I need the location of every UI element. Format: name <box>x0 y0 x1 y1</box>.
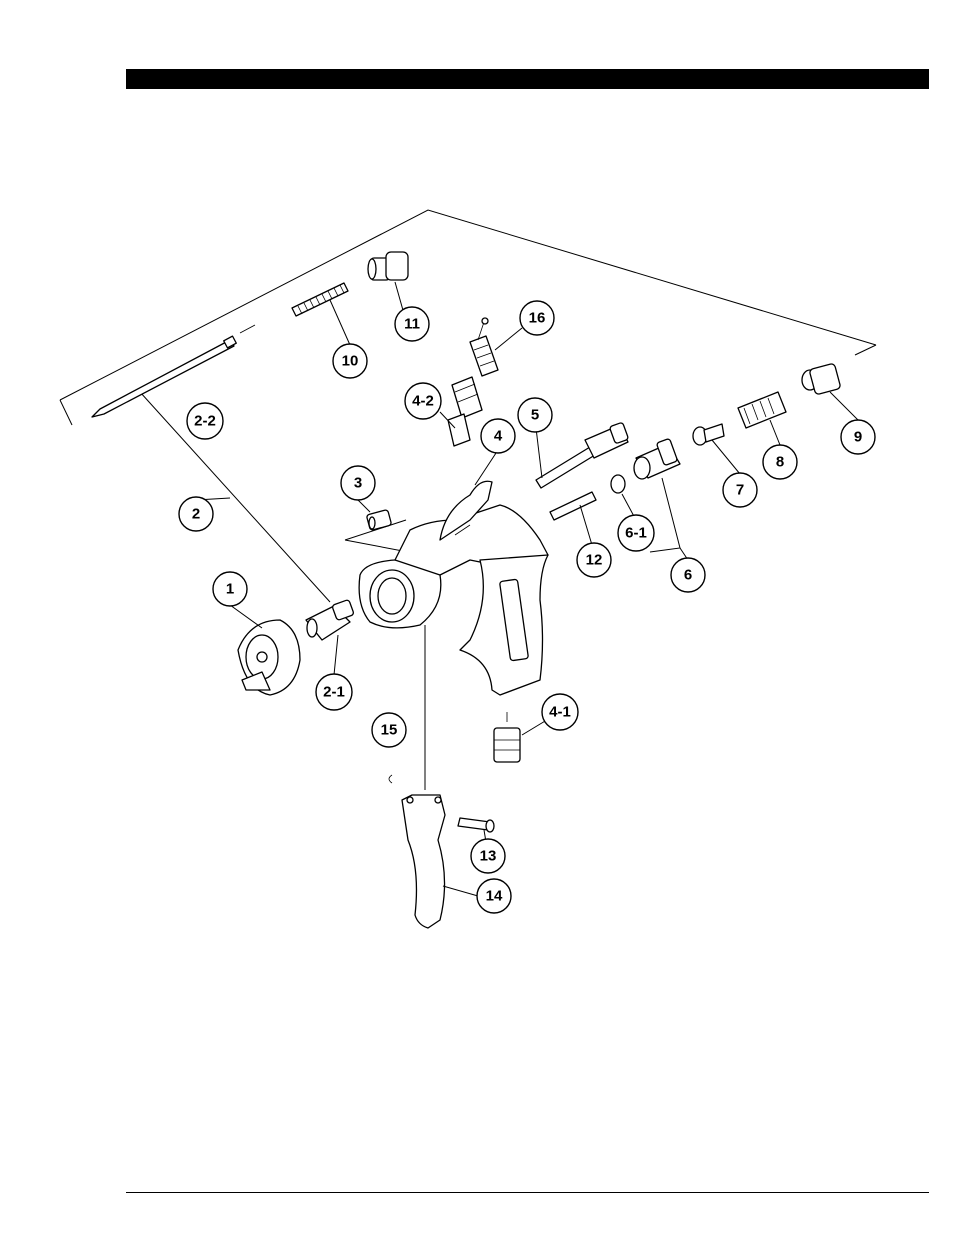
svg-text:3: 3 <box>354 475 362 492</box>
svg-text:16: 16 <box>529 310 546 327</box>
callout-9: 9 <box>841 420 875 454</box>
valve-housing-part <box>634 438 680 479</box>
valve-part <box>693 424 724 445</box>
svg-text:2: 2 <box>192 506 200 523</box>
fluid-nozzle-part <box>306 599 354 640</box>
needle-spring-part <box>292 283 348 316</box>
callout-4: 4 <box>481 419 515 453</box>
callout-6-1: 6-1 <box>618 515 654 551</box>
callout-10: 10 <box>333 344 367 378</box>
footer-rule <box>126 1192 929 1193</box>
small-fitting-part <box>366 509 391 530</box>
svg-text:15: 15 <box>381 722 398 739</box>
valve-plug-part <box>802 363 841 395</box>
svg-text:4-1: 4-1 <box>549 704 571 721</box>
callout-5: 5 <box>518 398 552 432</box>
valve-spring-part <box>738 392 786 428</box>
svg-text:2-2: 2-2 <box>194 413 216 430</box>
callout-16: 16 <box>520 301 554 335</box>
callout-6: 6 <box>671 558 705 592</box>
air-cap-part <box>238 620 300 695</box>
callout-4-2: 4-2 <box>405 383 441 419</box>
svg-text:13: 13 <box>480 848 497 865</box>
trigger-pin-part <box>458 818 494 832</box>
callout-4-1: 4-1 <box>542 694 578 730</box>
callout-14: 14 <box>477 879 511 913</box>
svg-text:11: 11 <box>404 316 420 333</box>
svg-text:8: 8 <box>776 454 784 471</box>
callout-2-1: 2-1 <box>316 674 352 710</box>
svg-text:4: 4 <box>494 428 503 445</box>
trigger-stud-part <box>550 492 596 520</box>
callout-2: 2 <box>179 497 213 531</box>
callout-3: 3 <box>341 466 375 500</box>
callout-12: 12 <box>577 543 611 577</box>
svg-text:1: 1 <box>226 581 234 598</box>
callout-15: 15 <box>372 713 406 747</box>
filter-part <box>470 318 498 376</box>
trigger-part <box>402 625 445 928</box>
air-connector-part <box>494 712 520 762</box>
svg-text:2-1: 2-1 <box>323 684 345 701</box>
callout-8: 8 <box>763 445 797 479</box>
clip-part <box>389 775 392 783</box>
o-ring-part <box>611 475 625 493</box>
svg-text:6-1: 6-1 <box>625 525 647 542</box>
svg-text:10: 10 <box>342 353 359 370</box>
air-inlet-part <box>448 377 482 446</box>
svg-text:5: 5 <box>531 407 539 424</box>
svg-text:7: 7 <box>736 482 744 499</box>
callout-2-2: 2-2 <box>187 403 223 439</box>
callout-13: 13 <box>471 839 505 873</box>
callout-7: 7 <box>723 473 757 507</box>
callout-1: 1 <box>213 572 247 606</box>
svg-text:4-2: 4-2 <box>412 393 434 410</box>
svg-text:9: 9 <box>854 429 862 446</box>
svg-text:6: 6 <box>684 567 692 584</box>
svg-text:14: 14 <box>486 888 503 905</box>
adjusting-knob-part <box>368 252 408 280</box>
svg-text:12: 12 <box>586 552 603 569</box>
callout-11: 11 <box>395 307 429 341</box>
